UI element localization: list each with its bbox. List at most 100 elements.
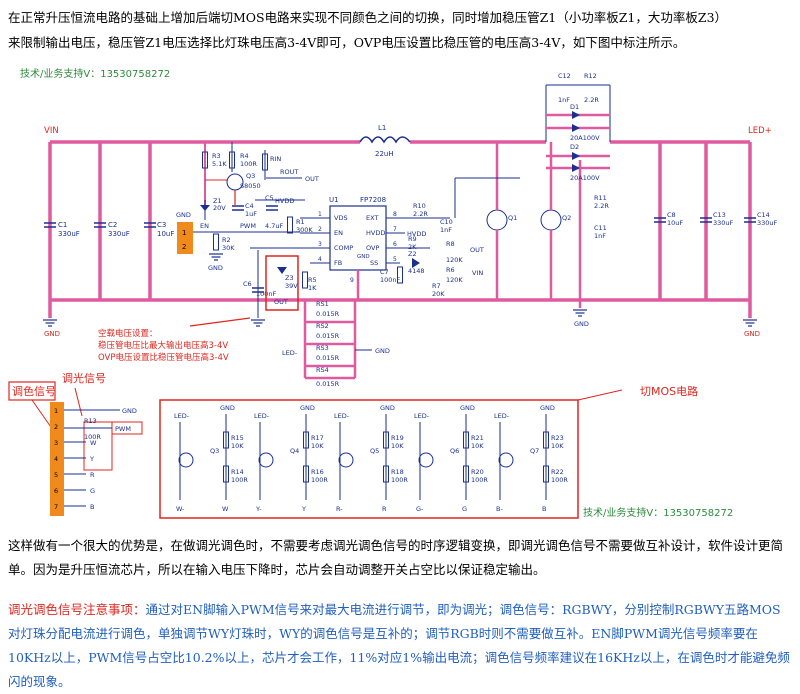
- svg-text:G: G: [462, 505, 467, 513]
- svg-text:LED-: LED-: [334, 412, 350, 420]
- svg-text:1nF: 1nF: [558, 96, 570, 104]
- svg-text:OUT: OUT: [470, 246, 484, 254]
- svg-text:Q1: Q1: [508, 214, 517, 222]
- svg-text:R-: R-: [336, 505, 343, 513]
- mos-stage-w: LED- GND Q3 R15 10K R14 100R W- W: [174, 404, 248, 513]
- output-caps: C8 10uF C13 330uF C14 330uF GND: [653, 142, 778, 338]
- svg-text:R8: R8: [446, 240, 455, 248]
- svg-text:R11: R11: [594, 194, 607, 202]
- label-dimming-signal: 调光信号: [62, 371, 106, 385]
- svg-text:30K: 30K: [222, 244, 235, 252]
- svg-text:OUT: OUT: [274, 298, 288, 306]
- svg-text:D2: D2: [570, 143, 579, 151]
- contact-top: 技术/业务支持V：13530758272: [20, 67, 170, 80]
- svg-text:5: 5: [54, 471, 58, 479]
- svg-text:R: R: [382, 505, 387, 513]
- svg-text:C3: C3: [157, 221, 166, 229]
- svg-text:GND: GND: [122, 407, 137, 415]
- svg-text:空载电压设置：: 空载电压设置：: [98, 328, 158, 339]
- svg-text:D1: D1: [570, 103, 579, 111]
- svg-text:R17: R17: [311, 434, 324, 442]
- svg-text:10uF: 10uF: [157, 230, 174, 238]
- svg-text:Q6: Q6: [450, 447, 459, 455]
- svg-text:GND: GND: [357, 254, 370, 260]
- ic-u1: U1 FP7208 VDS EN COMP FB EXT HVDD OVP SS…: [250, 196, 450, 300]
- svg-text:RS4: RS4: [316, 366, 329, 374]
- svg-text:HVDD: HVDD: [407, 230, 426, 238]
- svg-text:GND: GND: [44, 330, 60, 338]
- svg-text:VDS: VDS: [334, 214, 348, 222]
- connector-pins: 1 2 3 4 5 6 7 GND PWM W Y R G B R13 100R: [54, 407, 137, 511]
- vin-label: VIN: [44, 126, 59, 136]
- led-plus-label: LED+: [748, 126, 772, 136]
- svg-text:GND: GND: [300, 404, 315, 412]
- regulator-q3: R3 5.1K R4 100R Q3 S8050 Z1 20V C4 1uF C…: [200, 142, 319, 230]
- svg-text:稳压管电压比最大输出电压高3-4V: 稳压管电压比最大输出电压高3-4V: [98, 340, 228, 351]
- svg-text:B: B: [90, 503, 94, 511]
- svg-text:GND: GND: [744, 330, 760, 338]
- svg-text:6: 6: [393, 241, 397, 248]
- svg-text:1: 1: [54, 407, 58, 415]
- svg-text:R3: R3: [212, 152, 221, 160]
- svg-text:R1: R1: [296, 218, 305, 226]
- mos-stage-y: LED- GND Q4 R17 10K R16 100R Y- Y: [254, 404, 328, 513]
- svg-text:Y: Y: [89, 455, 94, 463]
- svg-text:100R: 100R: [84, 433, 101, 441]
- mos-stages: LED- GND Q3 R15 10K R14 100R W- W LED- G…: [174, 404, 568, 513]
- svg-text:LED-: LED-: [282, 349, 298, 357]
- intro-line-1: 在正常升压恒流电路的基础上增加后端切MOS电路来实现不同颜色之间的切换，同时增加…: [8, 10, 728, 25]
- cap-c1: C1 330uF GND: [42, 142, 80, 338]
- svg-text:SS: SS: [370, 259, 378, 267]
- svg-text:C11: C11: [594, 224, 607, 232]
- svg-text:4: 4: [318, 256, 322, 263]
- svg-text:LED-: LED-: [174, 412, 190, 420]
- mos-stage-b: LED- GND Q7 R23 10K R22 100R B- B: [494, 404, 568, 513]
- svg-text:R4: R4: [240, 152, 249, 160]
- zener-z3-block: C6 100nF Z3 39V OUT R5 1K: [243, 250, 317, 327]
- svg-text:Q2: Q2: [562, 214, 571, 222]
- svg-text:100R: 100R: [551, 476, 568, 484]
- svg-text:Y-: Y-: [255, 505, 262, 513]
- en-input: 1 2 GND EN PWM R2 30K GND R1 300K: [176, 211, 313, 272]
- svg-text:20V: 20V: [213, 204, 226, 212]
- svg-text:Y: Y: [301, 505, 306, 513]
- svg-text:2: 2: [318, 226, 322, 233]
- svg-text:B: B: [542, 505, 546, 513]
- mos-switch-box: [159, 399, 579, 519]
- svg-text:PWM: PWM: [115, 425, 131, 433]
- cap-c2: C2 330uF: [93, 142, 130, 300]
- svg-text:Q3: Q3: [246, 172, 255, 180]
- svg-text:10K: 10K: [391, 442, 404, 450]
- svg-text:2: 2: [54, 423, 58, 431]
- svg-text:GND: GND: [540, 404, 555, 412]
- svg-text:RS2: RS2: [316, 322, 329, 330]
- inductor-l1: L1 22uH: [359, 124, 411, 158]
- svg-text:L1: L1: [378, 124, 386, 132]
- svg-text:1K: 1K: [308, 284, 317, 292]
- svg-text:2.2R: 2.2R: [413, 210, 428, 218]
- svg-text:2: 2: [182, 243, 186, 251]
- svg-text:C2: C2: [108, 221, 117, 229]
- svg-text:1nF: 1nF: [594, 232, 606, 240]
- svg-text:R12: R12: [584, 72, 597, 80]
- svg-text:OVP: OVP: [366, 244, 379, 252]
- svg-text:1: 1: [182, 229, 186, 237]
- svg-text:RIN: RIN: [270, 155, 281, 163]
- svg-text:10K: 10K: [311, 442, 324, 450]
- svg-text:R16: R16: [311, 468, 324, 476]
- intro-line-2: 来限制输出电压，稳压管Z1电压选择比灯珠电压高3-4V即可，OVP电压设置比稳压…: [8, 35, 686, 50]
- svg-text:R20: R20: [471, 468, 484, 476]
- svg-text:HVDD: HVDD: [366, 229, 385, 237]
- svg-text:LED-: LED-: [414, 412, 430, 420]
- cap-c3: C3 10uF: [143, 142, 174, 300]
- svg-text:COMP: COMP: [334, 244, 353, 252]
- output-diodes: C12 1nF R12 2.2R D1 20A100V D2 20A100V: [545, 72, 611, 182]
- svg-text:4: 4: [54, 455, 58, 463]
- svg-text:2.2R: 2.2R: [594, 202, 609, 210]
- svg-text:GND: GND: [220, 404, 235, 412]
- svg-text:GND: GND: [375, 347, 390, 355]
- svg-text:2K: 2K: [408, 243, 417, 251]
- svg-text:VIN: VIN: [472, 269, 483, 277]
- body-paragraph-1: 这样做有一个很大的优势是，在做调光调色时，不需要考虑调光调色信号的时序逻辑变换，…: [8, 538, 784, 577]
- svg-text:R13: R13: [84, 417, 97, 425]
